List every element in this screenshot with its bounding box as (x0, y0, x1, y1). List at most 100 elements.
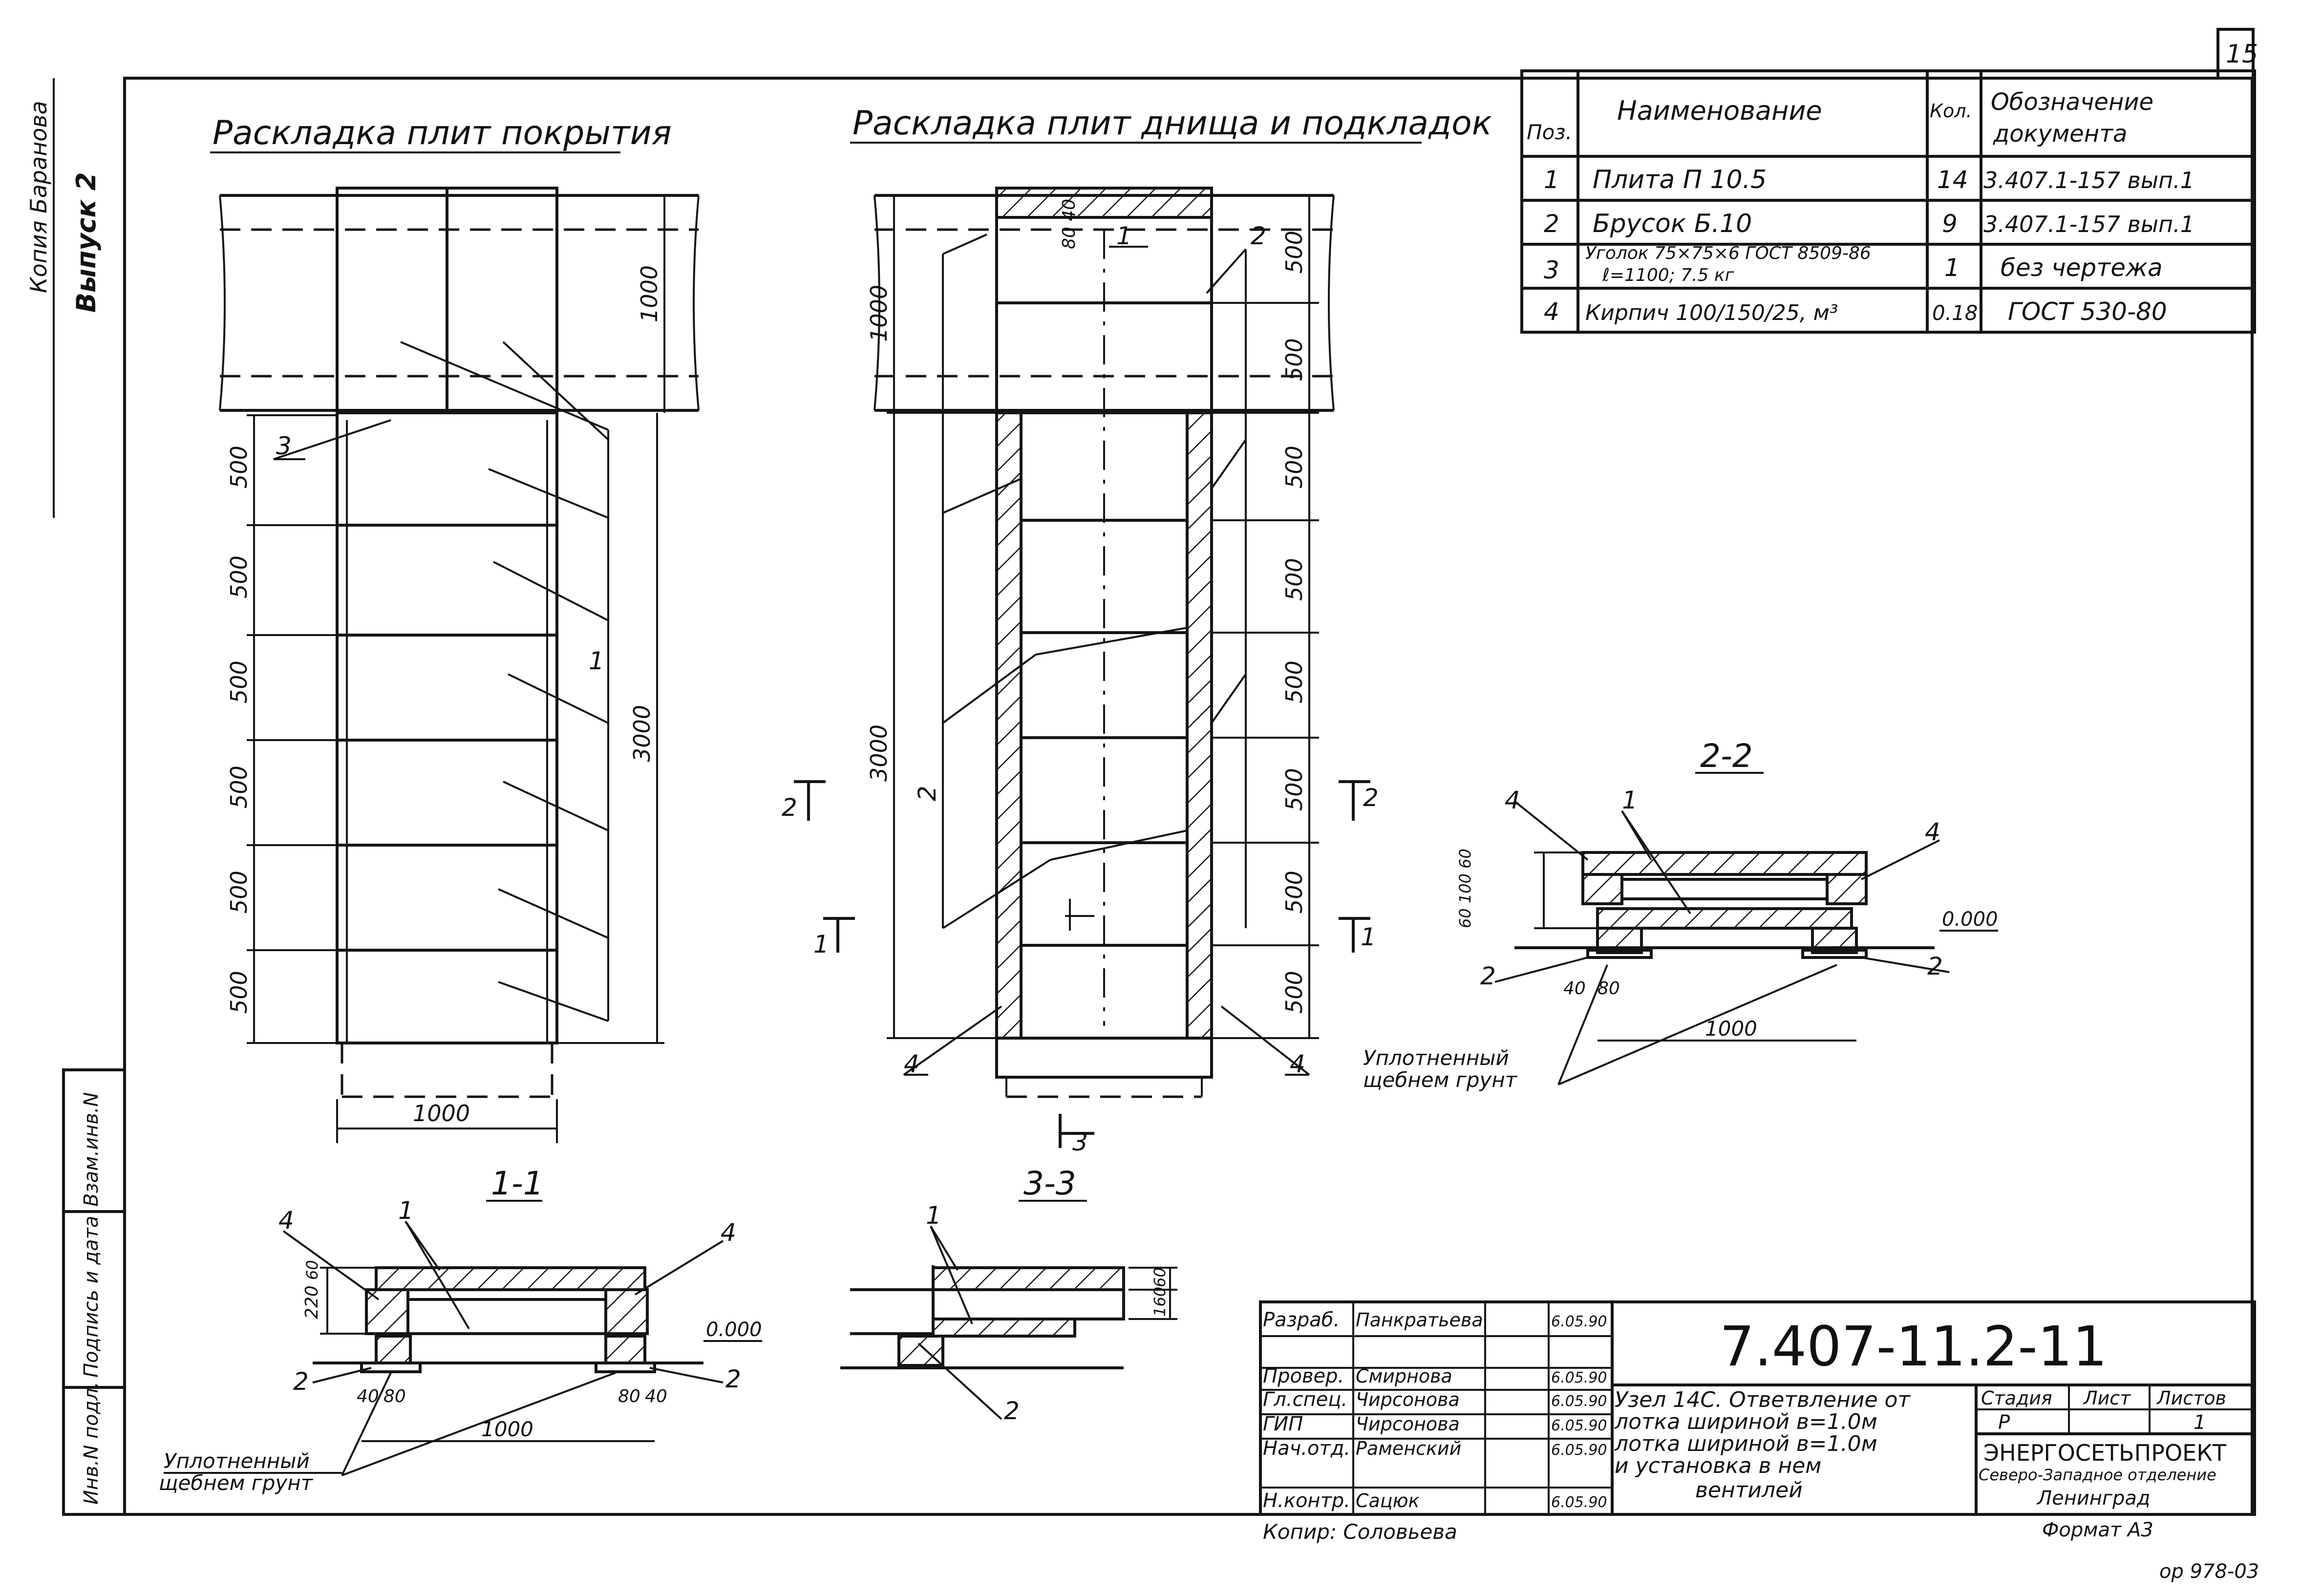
cut-1-left: 1 (813, 930, 829, 958)
spec-row3-qty: 1 (1944, 254, 1960, 282)
cut-2-right: 2 (1363, 784, 1379, 812)
marker-top-3: 3 (276, 432, 292, 460)
top-view-title: Раскладка плит покрытия (213, 114, 672, 152)
dim-bot-500-8: 500 (1281, 971, 1307, 1014)
soil-label-22-2: щебнем грунт (1363, 1068, 1518, 1092)
level-2-2: 0.000 (1942, 908, 1998, 931)
spec-row2-name: Брусок Б.10 (1593, 209, 1752, 238)
cut-2-left: 2 (782, 793, 797, 822)
tb-date-4: 6.05.90 (1551, 1417, 1607, 1434)
tb-sheets-label: Листов (2156, 1387, 2226, 1409)
spec-row2-pos: 2 (1544, 210, 1559, 238)
dim-1-1-40: 40 (357, 1386, 379, 1406)
level-1-1: 0.000 (706, 1319, 762, 1341)
dim-3-3-160: 160 (1150, 1287, 1169, 1317)
issue-stamp-text: Выпуск 2 (71, 172, 102, 313)
marker-33-2: 2 (1004, 1397, 1020, 1425)
marker-bot-4-right: 4 (1290, 1050, 1305, 1078)
top-view: Раскладка плит покрытия 500 (210, 114, 700, 1143)
section-2-2: 2-2 0.000 60 100 60 1000 40 80 4 1 4 2 2 (1363, 737, 1998, 1092)
side-stamp: Взам.инв.N Подпись и дата Инв.N подл. Ко… (25, 78, 126, 1516)
sheet-frame (123, 77, 2254, 1516)
org-name: ЭНЕРГОСЕТЬПРОЕКТ (1983, 1440, 2227, 1466)
dim-bot-500-4: 500 (1281, 558, 1307, 601)
soil-label-11-1: Уплотненный (164, 1449, 310, 1473)
sign-date-label: Подпись и дата (80, 1216, 103, 1378)
dim-bot-500-7: 500 (1281, 871, 1307, 914)
tb-date-2: 6.05.90 (1551, 1369, 1607, 1386)
tb-stage-label: Стадия (1981, 1387, 2052, 1409)
spec-row1-qty: 14 (1937, 166, 1968, 194)
tb-role-1: Разраб. (1263, 1309, 1340, 1331)
spec-row1-name: Плита П 10.5 (1593, 165, 1767, 194)
dim-bot-1000-left: 1000 (866, 285, 892, 342)
spec-row1-doc: 3.407.1-157 вып.1 (1983, 167, 2194, 193)
tb-desc-2: лотка шириной в=1.0м (1614, 1409, 1877, 1434)
spec-header-name: Наименование (1617, 95, 1822, 126)
tb-name-1: Панкратьева (1356, 1309, 1483, 1331)
marker-11-2-left: 2 (293, 1367, 309, 1396)
dim-1-1-40r: 40 (645, 1386, 667, 1406)
format-label: Формат А3 (2042, 1519, 2153, 1541)
dim-top-500-4: 500 (226, 766, 252, 809)
marker-11-2-right: 2 (725, 1365, 741, 1393)
dim-bot-500-2: 500 (1281, 338, 1307, 381)
tb-desc-4: и установка в нем (1615, 1453, 1822, 1478)
marker-11-4-left: 4 (278, 1206, 294, 1234)
dim-1-1-80: 80 (384, 1386, 406, 1406)
marker-top-1: 1 (589, 647, 604, 675)
page-number-box (2216, 28, 2255, 80)
dim-2-2-1000: 1000 (1705, 1017, 1757, 1041)
dim-bot-3000: 3000 (866, 724, 892, 782)
section-3-3-title: 3-3 (1023, 1165, 1076, 1202)
spec-table: Поз. Наименование Кол. Обозначение докум… (1520, 69, 2256, 334)
section-3-3: 3-3 60 160 1 2 (840, 1165, 1177, 1425)
copy-stamp-text: Копия Баранова (25, 101, 52, 293)
tb-date-3: 6.05.90 (1551, 1393, 1607, 1410)
vzam-label: Взам.инв.N (80, 1092, 103, 1207)
tb-role-2: Провер. (1263, 1365, 1344, 1387)
bottom-view: Раскладка плит днища и подкладок 100 (782, 104, 1492, 1156)
spec-header-doc-2: документа (1993, 120, 2127, 148)
dim-top-500-5: 500 (226, 871, 252, 914)
page-number: 15 (2226, 40, 2258, 69)
dim-1-1-1000: 1000 (481, 1417, 533, 1441)
dim-top-1000-right: 1000 (636, 265, 662, 322)
tb-role-5: Нач.отд. (1263, 1437, 1350, 1460)
dim-top-1000-bottom: 1000 (413, 1100, 470, 1127)
dim-bot-80-40: 80 40 (1059, 199, 1079, 249)
dim-3-3-60: 60 (1150, 1267, 1169, 1287)
inv-podl-label: Инв.N подл. (80, 1382, 103, 1505)
tb-sheet-label: Лист (2083, 1387, 2131, 1409)
org-branch: Северо-Западное отделение (1979, 1466, 2216, 1484)
tb-role-4: ГИП (1263, 1413, 1303, 1435)
dim-bot-500-1: 500 (1281, 231, 1307, 274)
dim-1-1-80r: 80 (618, 1386, 640, 1406)
tb-desc-5: вентилей (1695, 1478, 1803, 1503)
tb-stage-value: Р (1998, 1411, 2010, 1434)
order-number: ор 978-03 (2159, 1560, 2259, 1583)
tb-desc-3: лотка шириной в=1.0м (1614, 1431, 1877, 1456)
dim-top-3000: 3000 (629, 705, 655, 762)
marker-bot-2-right: 2 (1251, 222, 1266, 250)
spec-row3-doc: без чертежа (2001, 254, 2163, 282)
tb-date-1: 6.05.90 (1551, 1313, 1607, 1330)
spec-header-qty: Кол. (1930, 100, 1972, 122)
spec-row2-qty: 9 (1942, 210, 1958, 238)
marker-11-1: 1 (398, 1196, 414, 1225)
tb-name-5: Раменский (1356, 1438, 1461, 1459)
dim-1-1-60: 60 (303, 1260, 321, 1280)
cut-1-right: 1 (1361, 923, 1376, 951)
tb-name-2: Смирнова (1356, 1365, 1452, 1387)
dim-2-2-40: 40 (1563, 979, 1586, 999)
tb-role-3: Гл.спец. (1263, 1388, 1347, 1411)
copied-by: Копир: Соловьева (1263, 1520, 1457, 1544)
bottom-view-title: Раскладка плит днища и подкладок (852, 104, 1492, 143)
spec-header-pos: Поз. (1527, 120, 1572, 144)
tb-sheets-value: 1 (2194, 1411, 2206, 1434)
tb-date-6: 6.05.90 (1551, 1494, 1607, 1511)
section-2-2-title: 2-2 (1700, 737, 1753, 775)
dim-top-500-1: 500 (226, 446, 252, 489)
spec-row3-name: Уголок 75×75×6 ГОСТ 8509-86 (1585, 243, 1871, 263)
